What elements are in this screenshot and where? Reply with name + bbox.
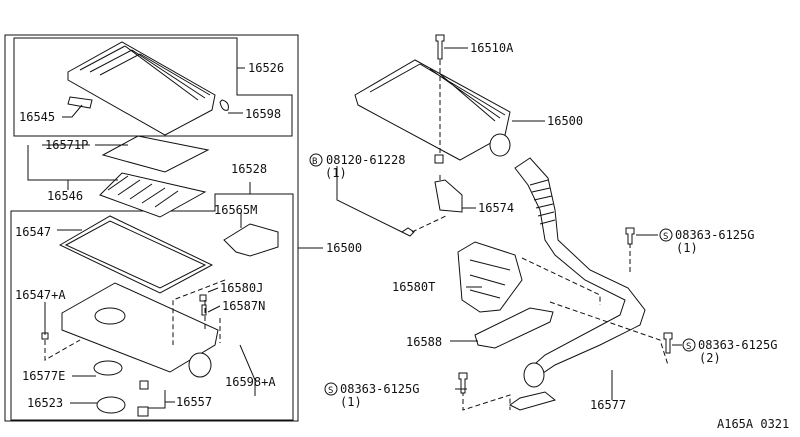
intake-duct	[509, 157, 646, 411]
label-sticker	[67, 96, 93, 109]
qty-08363-2: (2)	[699, 351, 721, 365]
qty-08363-1: (1)	[676, 241, 698, 255]
symbol-s-3: S	[328, 386, 333, 396]
label-16598: 16598	[245, 107, 281, 121]
bracket-16574	[434, 179, 463, 213]
diagram-code: A165A 0321	[717, 417, 789, 431]
air-cleaner-assy-right	[354, 59, 511, 161]
label-16565m: 16565M	[214, 203, 257, 217]
label-08120-61228: 08120-61228	[326, 153, 405, 167]
label-16547a: 16547+A	[15, 288, 66, 302]
label-16557: 16557	[176, 395, 212, 409]
label-16587n: 16587N	[222, 299, 265, 313]
mount-part-2	[137, 406, 149, 417]
label-08363-1: 08363-6125G	[675, 228, 754, 242]
label-16546: 16546	[47, 189, 83, 203]
label-16580j: 16580J	[220, 281, 263, 295]
qty-08120: (1)	[325, 166, 347, 180]
label-16588: 16588	[406, 335, 442, 349]
label-16500-right: 16500	[547, 114, 583, 128]
qty-08363-3: (1)	[340, 395, 362, 409]
label-08363-3: 08363-6125G	[340, 382, 419, 396]
label-08363-2: 08363-6125G	[698, 338, 777, 352]
lid-frame	[13, 37, 293, 137]
label-16545: 16545	[19, 110, 55, 124]
bolt-08120	[401, 227, 415, 237]
clip	[219, 99, 229, 111]
label-16577e: 16577E	[22, 369, 65, 383]
resonator-box	[223, 223, 279, 257]
label-16500-left: 16500	[326, 241, 362, 255]
label-16577: 16577	[590, 398, 626, 412]
bracket-16588	[474, 307, 554, 349]
symbol-b: B	[312, 157, 317, 167]
symbol-s-1: S	[663, 232, 668, 242]
bolt-16510a	[435, 34, 445, 60]
symbol-s-2: S	[686, 342, 691, 352]
air-cleaner-body	[61, 282, 219, 378]
label-16598a: 16598+A	[225, 375, 276, 389]
label-16571p: 16571P	[45, 138, 88, 152]
label-16574: 16574	[478, 201, 514, 215]
seal-ring-part	[96, 396, 126, 414]
label-16510a: 16510A	[470, 41, 514, 55]
label-16547: 16547	[15, 225, 51, 239]
label-16580t: 16580T	[392, 280, 435, 294]
mount-part	[139, 380, 149, 390]
gasket	[58, 215, 214, 294]
air-cleaner-lid	[67, 41, 229, 136]
bolt-b-symbol-circle	[309, 153, 323, 167]
body-frame	[10, 193, 294, 421]
outer-frame	[4, 34, 299, 422]
seal-gasket	[101, 135, 210, 173]
label-16526: 16526	[248, 61, 284, 75]
resonator-16580t	[457, 241, 523, 313]
label-16523: 16523	[27, 396, 63, 410]
label-16528: 16528	[231, 162, 267, 176]
clamp-part	[93, 360, 123, 376]
